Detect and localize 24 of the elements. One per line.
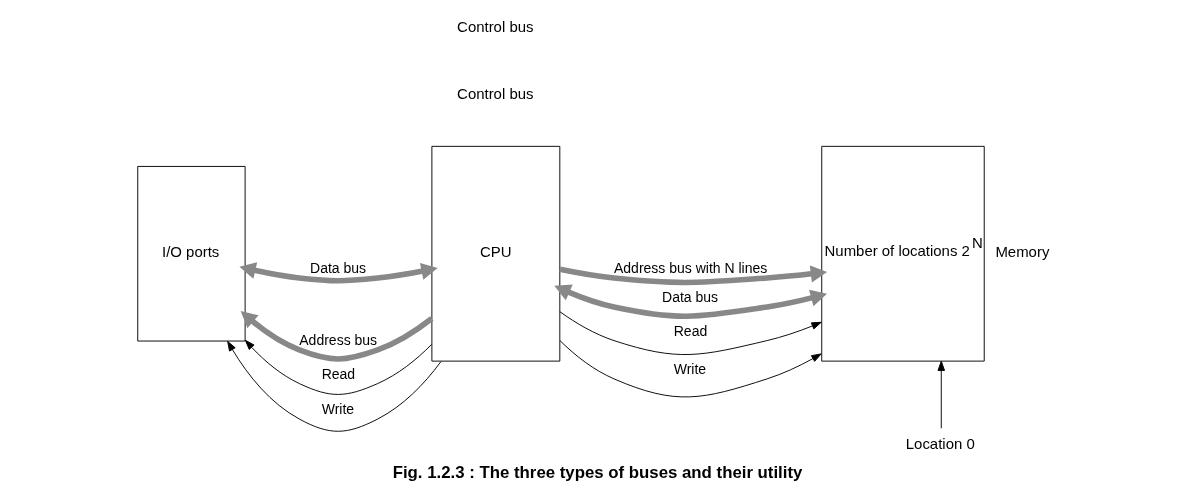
arrow: [559, 340, 822, 398]
node-box: I/O ports: [137, 165, 246, 342]
arrow: [937, 360, 945, 429]
label: Control bus: [457, 85, 534, 103]
arrow: [244, 339, 433, 395]
arrow: [559, 311, 822, 355]
edge-label: Read: [673, 322, 708, 339]
arrow: [240, 311, 434, 362]
edge-label: Data bus: [662, 289, 719, 306]
edge-label: Read: [321, 365, 356, 382]
edge-label: Address bus: [299, 332, 378, 349]
edge-label: Data bus: [310, 260, 367, 277]
edge-label: Address bus with N lines: [613, 260, 768, 277]
node-text: Location 0: [905, 434, 975, 452]
node-box: CPU: [431, 145, 561, 362]
edge-label: Write: [673, 361, 707, 378]
edge-label: Write: [321, 401, 355, 418]
node-label: Memory: [995, 243, 1050, 261]
caption: Fig. 1.2.3 : The three types of buses and their utility: [392, 463, 803, 483]
label: Control bus: [457, 18, 534, 36]
arrow: [239, 262, 438, 284]
arrow: [554, 284, 828, 319]
arrow: [227, 340, 442, 432]
arrow: [559, 265, 828, 286]
